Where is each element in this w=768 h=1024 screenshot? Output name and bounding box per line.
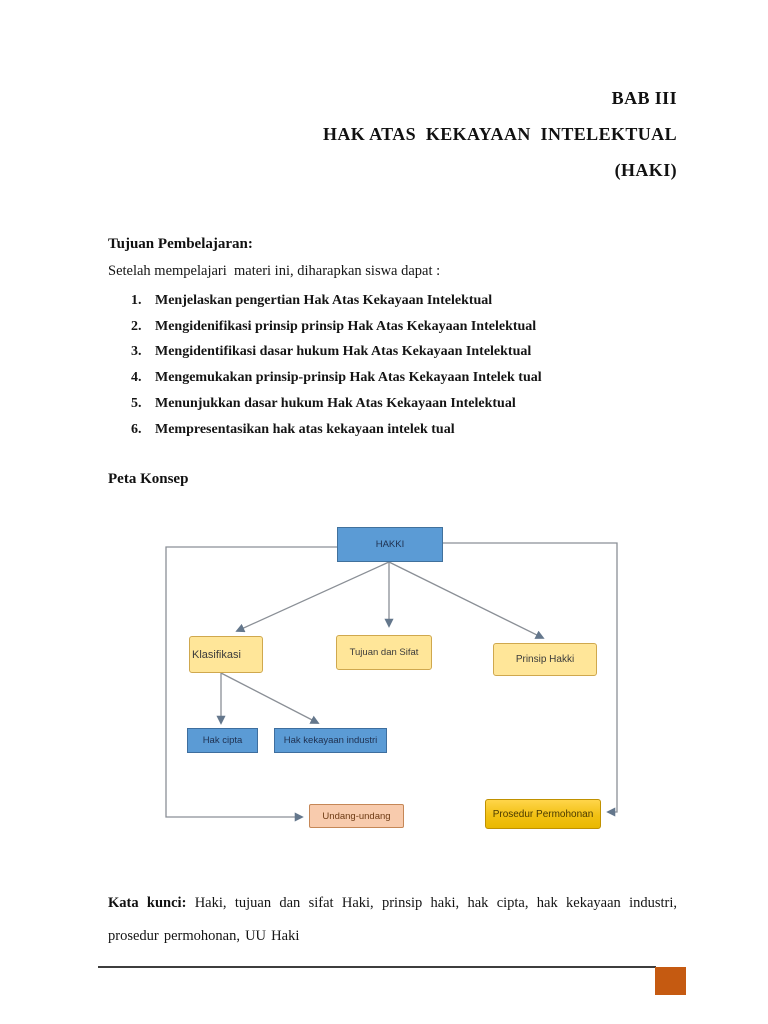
keywords-label: Kata kunci: bbox=[108, 894, 187, 911]
list-item-text: Mempresentasikan hak atas kekayaan intel… bbox=[155, 421, 455, 437]
list-item-number: 4. bbox=[131, 370, 142, 386]
list-item: 6. Mempresentasikan hak atas kekayaan in… bbox=[108, 417, 683, 443]
list-item-number: 2. bbox=[131, 318, 142, 334]
chapter-number: BAB III bbox=[611, 88, 677, 108]
list-item-text: Mengidenifikasi prinsip prinsip Hak Atas… bbox=[155, 318, 537, 334]
list-item-number: 1. bbox=[131, 293, 142, 308]
list-item: 3. Mengidentifikasi dasar hukum Hak Atas… bbox=[108, 339, 683, 365]
node-hak-kekayaan-industri: Hak kekayaan industri bbox=[274, 728, 387, 753]
node-prinsip-hakki: Prinsip Hakki bbox=[493, 643, 597, 676]
list-item-number: 6. bbox=[131, 421, 142, 437]
node-hak-cipta: Hak cipta bbox=[187, 728, 258, 753]
list-item-number: 5. bbox=[131, 395, 142, 411]
chapter-title: HAK ATAS KEKAYAAN INTELEKTUAL bbox=[323, 124, 677, 144]
list-item-number: 3. bbox=[131, 344, 142, 360]
concept-map-heading: Peta Konsep bbox=[108, 471, 189, 487]
objectives-intro: Setelah mempelajari materi ini, diharapk… bbox=[108, 263, 441, 279]
list-item: 2. Mengidenifikasi prinsip prinsip Hak A… bbox=[108, 314, 683, 340]
list-item-text: Menunjukkan dasar hukum Hak Atas Kekayaa… bbox=[155, 395, 516, 411]
list-item: 1. Menjelaskan pengertian Hak Atas Kekay… bbox=[108, 288, 683, 314]
chapter-title-block: BAB III HAK ATAS KEKAYAAN INTELEKTUAL (H… bbox=[108, 80, 677, 188]
node-tujuan-dan-sifat: Tujuan dan Sifat bbox=[336, 635, 432, 670]
keywords-text: Haki, tujuan dan sifat Haki, prinsip hak… bbox=[108, 894, 678, 944]
concept-map-diagram: HAKKI Klasifikasi Tujuan dan Sifat Prins… bbox=[0, 520, 768, 855]
list-item-text: Mengidentifikasi dasar hukum Hak Atas Ke… bbox=[155, 344, 532, 360]
learning-objectives-section: Tujuan Pembelajaran: Setelah mempelajari… bbox=[108, 236, 683, 442]
connector-lines bbox=[165, 542, 618, 822]
list-item: 5. Menunjukkan dasar hukum Hak Atas Keka… bbox=[108, 391, 683, 417]
keywords-paragraph: Kata kunci: Haki, tujuan dan sifat Haki,… bbox=[108, 887, 677, 953]
objectives-heading: Tujuan Pembelajaran: bbox=[108, 236, 253, 252]
node-hakki: HAKKI bbox=[337, 527, 443, 562]
footer-divider bbox=[98, 966, 656, 968]
list-item-text: Menjelaskan pengertian Hak Atas Kekayaan… bbox=[155, 293, 493, 308]
list-item-text: Mengemukakan prinsip-prinsip Hak Atas Ke… bbox=[155, 370, 542, 386]
footer-accent-block bbox=[655, 967, 686, 995]
node-klasifikasi: Klasifikasi bbox=[189, 636, 263, 673]
node-undang-undang: Undang-undang bbox=[309, 804, 404, 828]
list-item: 4. Mengemukakan prinsip-prinsip Hak Atas… bbox=[108, 365, 683, 391]
chapter-abbreviation: (HAKI) bbox=[614, 160, 677, 180]
node-prosedur-permohonan: Prosedur Permohonan bbox=[485, 799, 601, 829]
objectives-list: 1. Menjelaskan pengertian Hak Atas Kekay… bbox=[108, 288, 683, 442]
